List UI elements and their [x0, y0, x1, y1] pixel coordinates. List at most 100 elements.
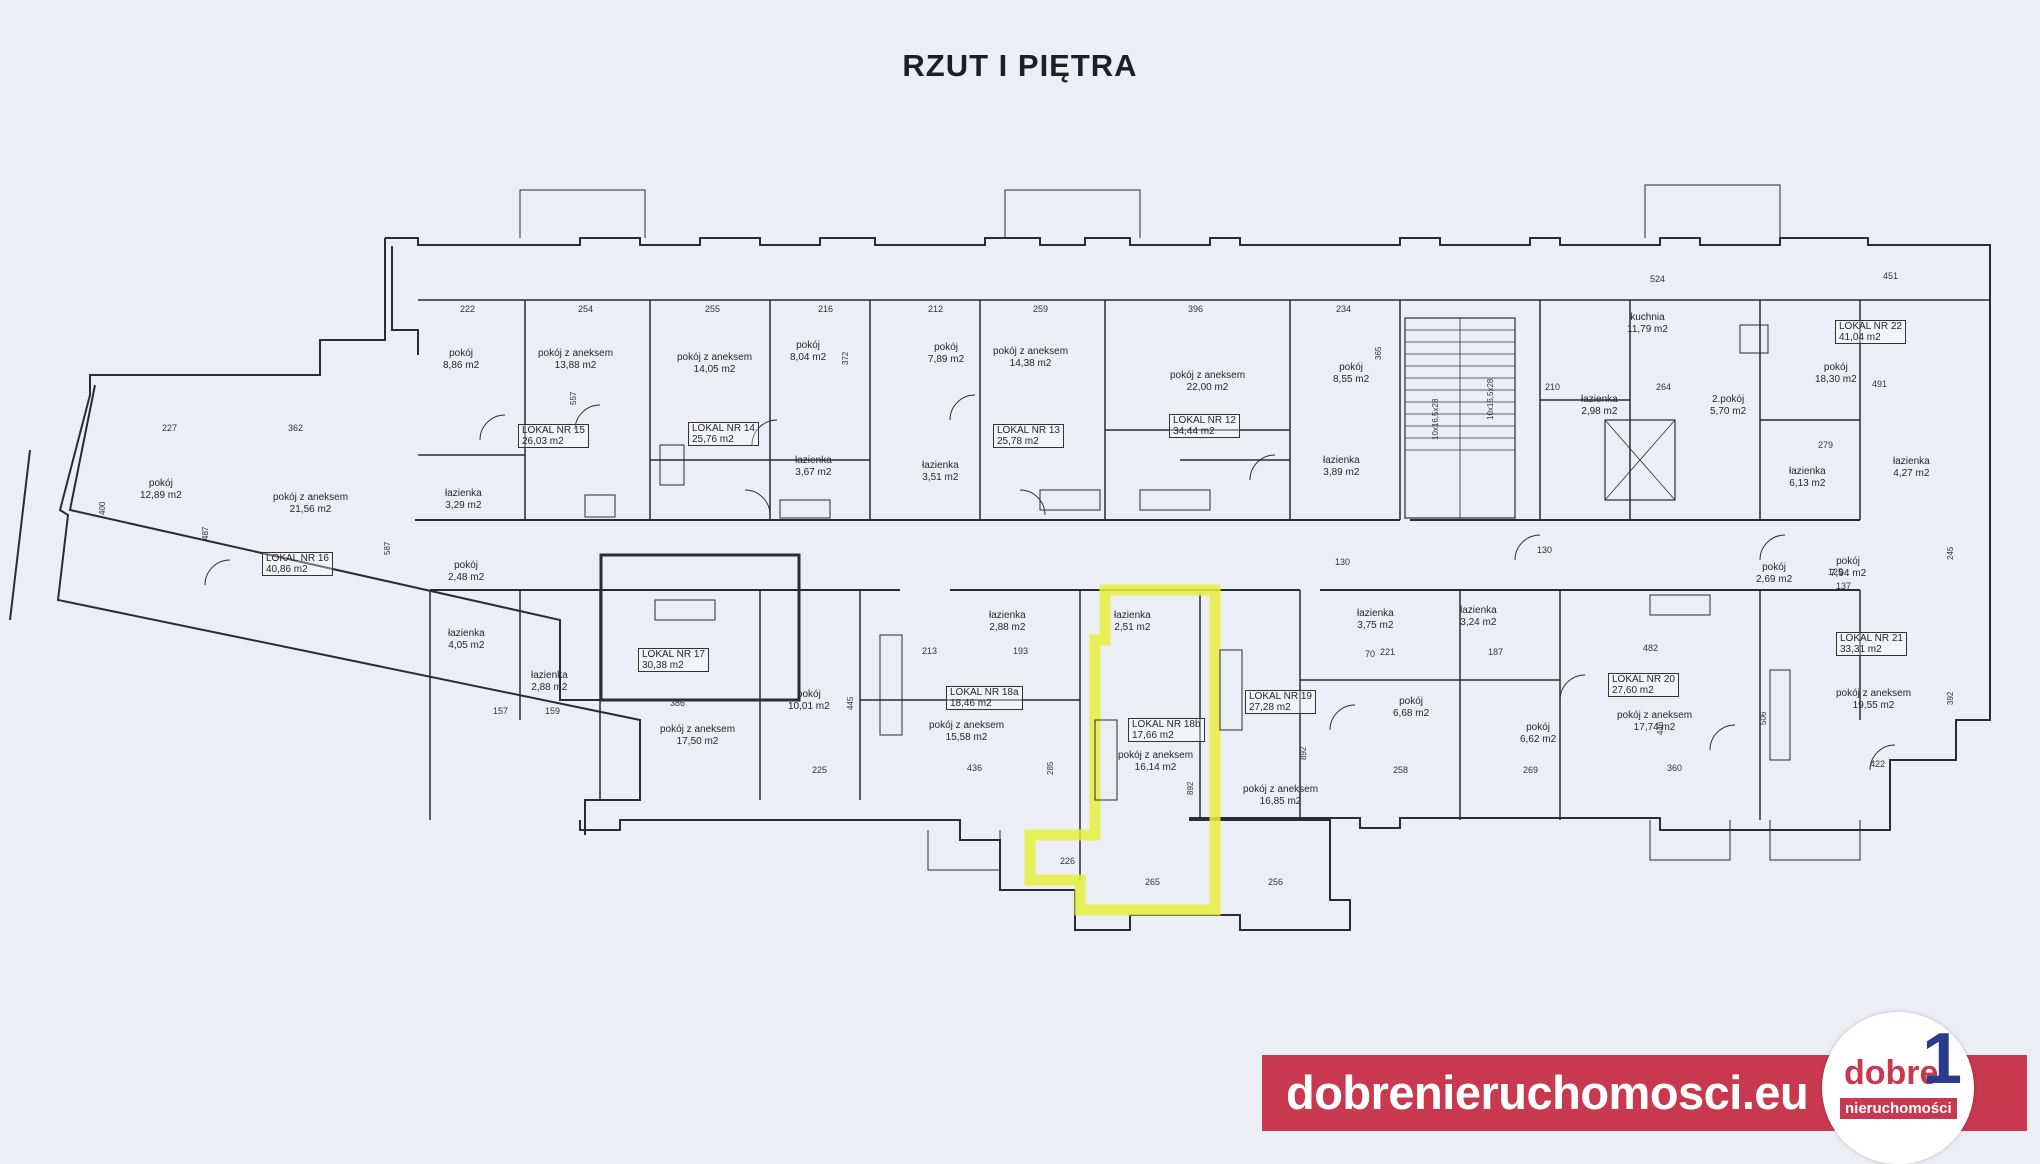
- dimension-label: 213: [922, 646, 938, 656]
- fixture: [1039, 489, 1101, 511]
- dimension-label: 400: [98, 501, 107, 515]
- fixture: [654, 599, 716, 621]
- fixture: [1769, 669, 1791, 761]
- logo-word: dobre: [1844, 1054, 1939, 1092]
- dimension-label: 254: [578, 304, 594, 314]
- balconies-south: [927, 820, 1861, 871]
- partition-walls-top: [418, 299, 1990, 520]
- balcony-left: [9, 449, 31, 621]
- dimension-label: 396: [1188, 304, 1204, 314]
- dimension-label: 159: [545, 706, 561, 716]
- dimension-label: 372: [841, 351, 850, 365]
- dimension-label: 487: [201, 526, 210, 540]
- dimension-label: 285: [1046, 761, 1055, 775]
- dimension-label: 491: [1872, 379, 1888, 389]
- dimension-label: 245: [1946, 546, 1955, 560]
- dimension-label: 226: [1060, 856, 1076, 866]
- stair-treads: [1405, 318, 1515, 518]
- outer-wall-left-wing: [56, 238, 641, 835]
- dimension-label: 362: [288, 423, 304, 433]
- fixture: [1219, 649, 1243, 731]
- fixture: [1739, 324, 1769, 354]
- dimension-label: 70: [1365, 649, 1376, 659]
- door-arcs: [204, 394, 1896, 771]
- dimension-label: 130: [1537, 545, 1553, 555]
- stairs-label: 10x16,5x28: [1431, 398, 1440, 440]
- highlighted-unit-outline: [1024, 584, 1221, 916]
- dimension-label: 482: [1643, 643, 1659, 653]
- dimension-label: 587: [383, 541, 392, 555]
- dimension-label: 524: [1650, 274, 1666, 284]
- dimension-label: 216: [818, 304, 834, 314]
- elevator-cross: [1604, 419, 1676, 501]
- fixture: [779, 499, 831, 519]
- fixture: [1139, 489, 1211, 511]
- dimension-label: 436: [967, 763, 983, 773]
- balconies-north: [519, 184, 1781, 238]
- dimension-label: 264: [1656, 382, 1672, 392]
- dimension-label: 255: [705, 304, 721, 314]
- fixture: [584, 494, 616, 518]
- dimension-label: 157: [493, 706, 509, 716]
- dimension-label: 892: [1299, 746, 1308, 760]
- dimension-label: 392: [1946, 691, 1955, 705]
- dimension-label: 386: [670, 698, 686, 708]
- dimension-label: 256: [1268, 877, 1284, 887]
- dimension-label: 227: [162, 423, 178, 433]
- agency-url[interactable]: dobrenieruchomosci.eu: [1286, 1066, 1809, 1119]
- logo-mark: 1: [1922, 1019, 1963, 1099]
- dimension-label: 365: [1374, 346, 1383, 360]
- dimension-label: 222: [460, 304, 476, 314]
- dimension-label: 221: [1380, 647, 1396, 657]
- dimension-label: 125: [1828, 567, 1844, 577]
- dimension-label: 187: [1488, 647, 1504, 657]
- dimension-label: 279: [1818, 440, 1834, 450]
- dimension-label: 265: [1145, 877, 1161, 887]
- logo-subtitle: nieruchomości: [1840, 1098, 1957, 1119]
- dimension-label: 506: [1759, 711, 1768, 725]
- dimension-label: 892: [1186, 781, 1195, 795]
- dimension-label: 193: [1013, 646, 1029, 656]
- agency-logo: dobre 1 nieruchomości: [1822, 1012, 1974, 1164]
- outer-wall-top-inner: [391, 246, 419, 355]
- outer-wall-top: [385, 237, 1991, 931]
- dimension-label: 422: [1870, 759, 1886, 769]
